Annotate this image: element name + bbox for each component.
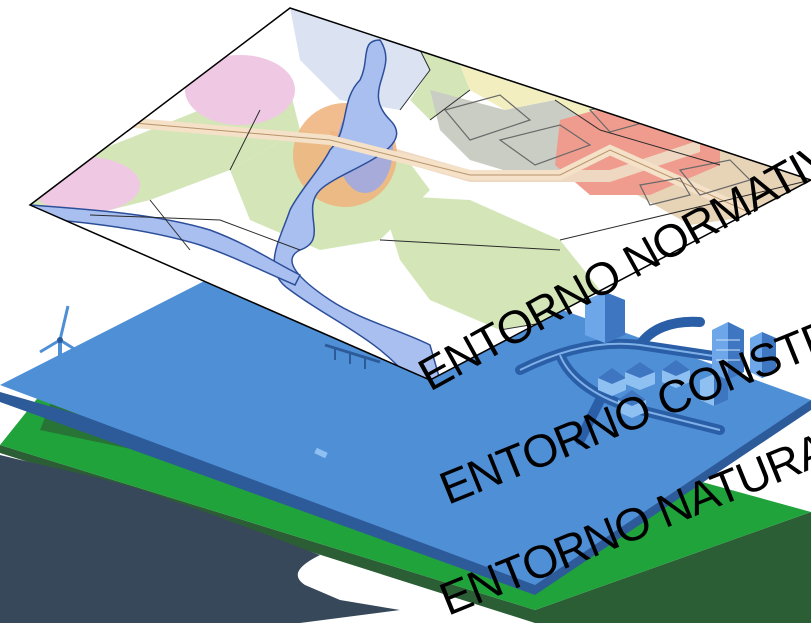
main-road-edge (99, 119, 811, 241)
tower-building (712, 322, 744, 380)
natural-dark-terrain (0, 455, 400, 623)
zone-pink-west (30, 157, 140, 213)
river (273, 39, 441, 380)
zone-pink-north (185, 55, 295, 125)
wind-turbine-icon (39, 305, 77, 392)
house-2 (625, 362, 655, 390)
house-1 (598, 368, 626, 396)
buildings (314, 292, 776, 459)
built-layer (0, 240, 811, 595)
block-building (585, 292, 625, 343)
built-layer-side (0, 392, 811, 595)
natural-layer-side (0, 445, 811, 623)
small-vehicle (314, 447, 328, 459)
bridge (324, 343, 381, 369)
built-layer-top (0, 240, 811, 585)
zone-green-south (380, 195, 600, 330)
map-sheet-border (28, 7, 811, 381)
house-3 (662, 360, 690, 388)
tower-building-2 (750, 332, 776, 378)
house-4 (700, 374, 728, 406)
zoning-map (30, 8, 811, 380)
normative-layer (28, 7, 811, 381)
house-5 (618, 390, 646, 418)
